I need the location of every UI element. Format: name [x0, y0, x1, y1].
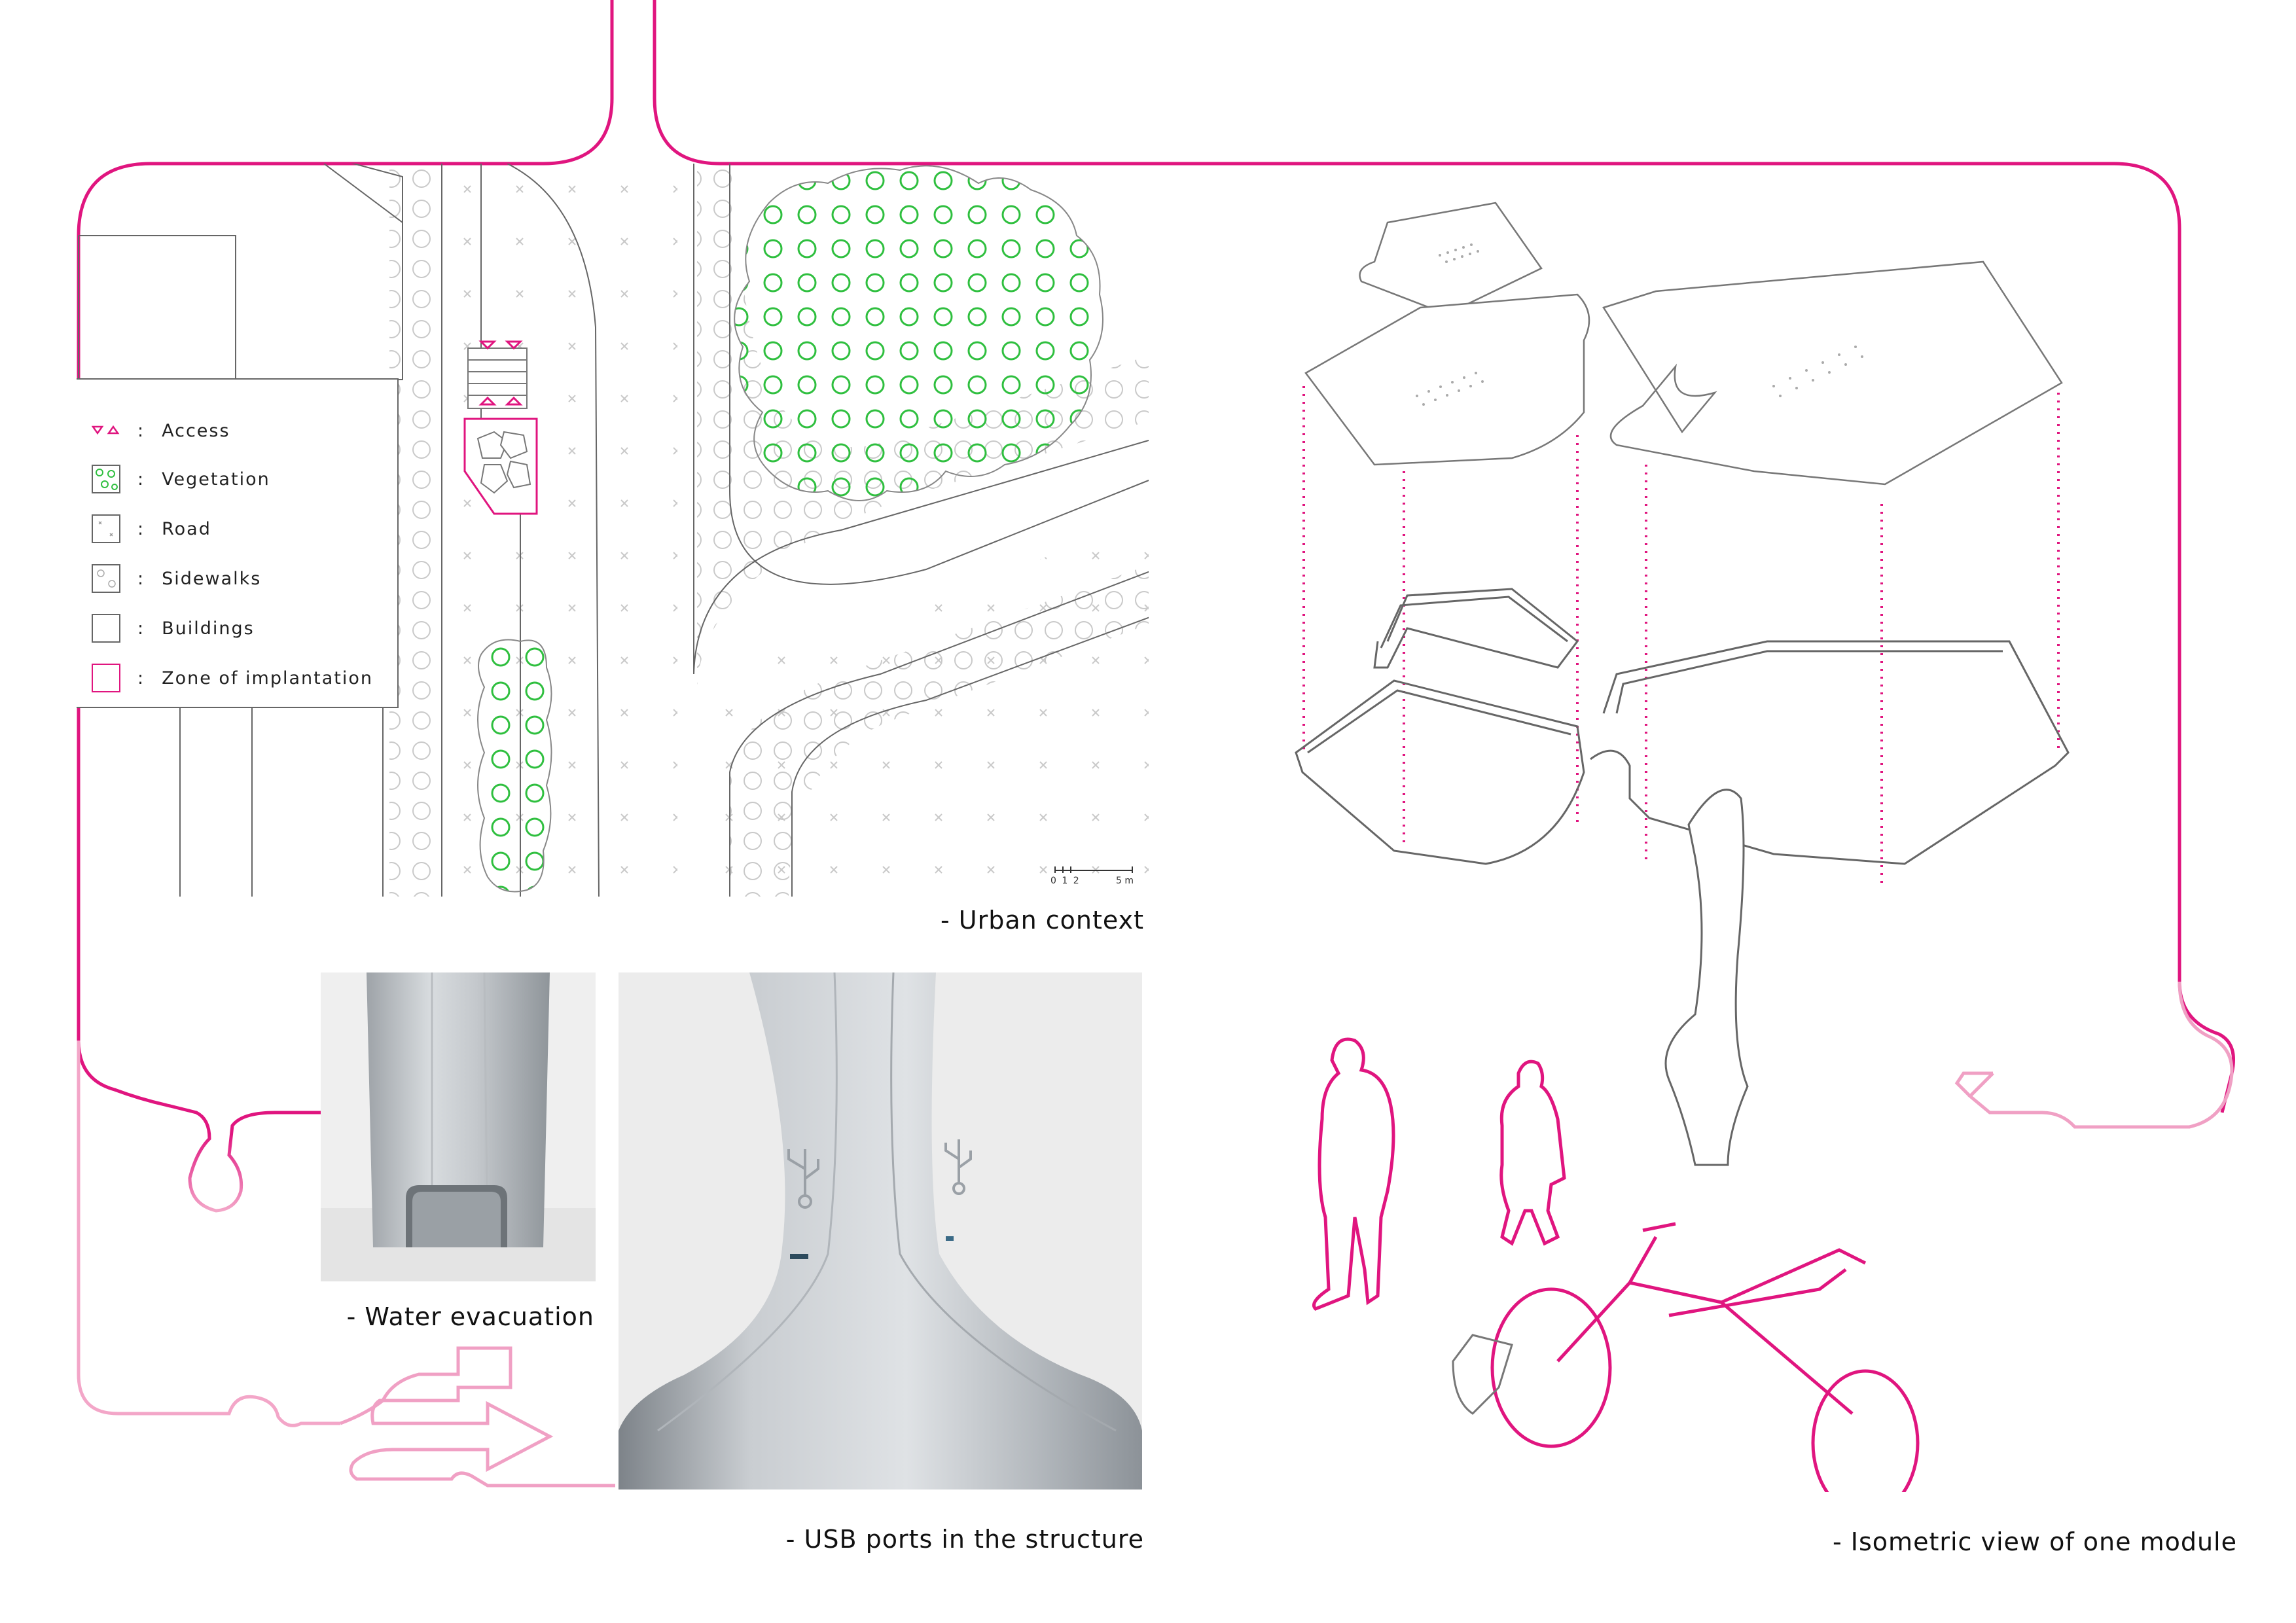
legend-zone-label: Zone of implantation — [162, 668, 373, 688]
legend-access: : Access — [92, 415, 230, 446]
isometric-module-drawing — [1295, 202, 2070, 1166]
implantation-zone-stairs — [467, 348, 528, 409]
scale-figures — [1312, 1037, 1920, 1492]
scale-bar-ticks: 0 1 2 — [1050, 876, 1081, 886]
legend-access-label: Access — [162, 420, 230, 441]
adult-person-icon — [1312, 1037, 1395, 1311]
legend-sidewalks-label: Sidewalks — [162, 568, 262, 589]
right-connector-arrow — [1954, 981, 2234, 1129]
vegetation-strip — [477, 639, 552, 893]
access-triangles-icon — [92, 425, 120, 435]
canopy-panel-right — [1602, 260, 2063, 486]
left-connector-arrow — [340, 1346, 615, 1488]
sidewalks-swatch-icon — [92, 564, 120, 593]
legend-vegetation: : Vegetation — [92, 463, 270, 495]
usb-icon — [944, 1139, 972, 1195]
building-block — [79, 164, 403, 380]
legend-separator: : — [137, 469, 145, 490]
legend-separator: : — [137, 568, 145, 589]
legend-sidewalks: : Sidewalks — [92, 563, 261, 594]
child-person-icon — [1499, 1060, 1566, 1246]
legend-zone: : Zone of implantation — [92, 662, 373, 694]
frame-rail-small — [1373, 588, 1579, 669]
bike-rack — [1452, 1334, 1513, 1415]
scale-bar-graphic — [1054, 866, 1133, 873]
zone-swatch-icon — [92, 664, 120, 692]
legend-separator: : — [137, 518, 145, 539]
legend-separator: : — [137, 420, 145, 441]
legend-separator: : — [137, 668, 145, 688]
caption-water-evacuation: - Water evacuation — [346, 1302, 594, 1331]
urban-context-plan — [78, 164, 1149, 897]
legend-separator: : — [137, 618, 145, 639]
caption-isometric: - Isometric view of one module — [1833, 1527, 2237, 1556]
vegetation-cluster — [734, 165, 1103, 501]
legend-buildings-label: Buildings — [162, 618, 255, 639]
legend-road: : Road — [92, 513, 211, 544]
usb-port — [946, 1236, 954, 1241]
buildings-swatch-icon — [92, 614, 120, 643]
road-main — [442, 164, 677, 897]
caption-usb-ports: - USB ports in the structure — [785, 1525, 1144, 1554]
photo-water-evacuation — [321, 972, 596, 1281]
column-post — [1664, 789, 1749, 1166]
road-swatch-icon — [92, 514, 120, 543]
bicycle-icon — [1490, 1222, 1920, 1492]
scale-bar-end: 5 m — [1116, 876, 1134, 886]
canopy-panel-left — [1304, 293, 1590, 466]
legend-vegetation-label: Vegetation — [162, 469, 270, 490]
usb-icon — [787, 1149, 819, 1209]
legend-box — [77, 378, 399, 708]
legend-buildings: : Buildings — [92, 613, 255, 644]
usb-port — [790, 1254, 808, 1259]
photo-usb-ports — [619, 972, 1142, 1489]
vegetation-swatch-icon — [92, 465, 120, 493]
frame-rail-right — [1590, 640, 2070, 865]
frame-rail-left — [1295, 679, 1585, 865]
caption-urban-context: - Urban context — [940, 906, 1144, 935]
canopy-panel-small — [1359, 202, 1543, 315]
legend-road-label: Road — [162, 518, 211, 539]
